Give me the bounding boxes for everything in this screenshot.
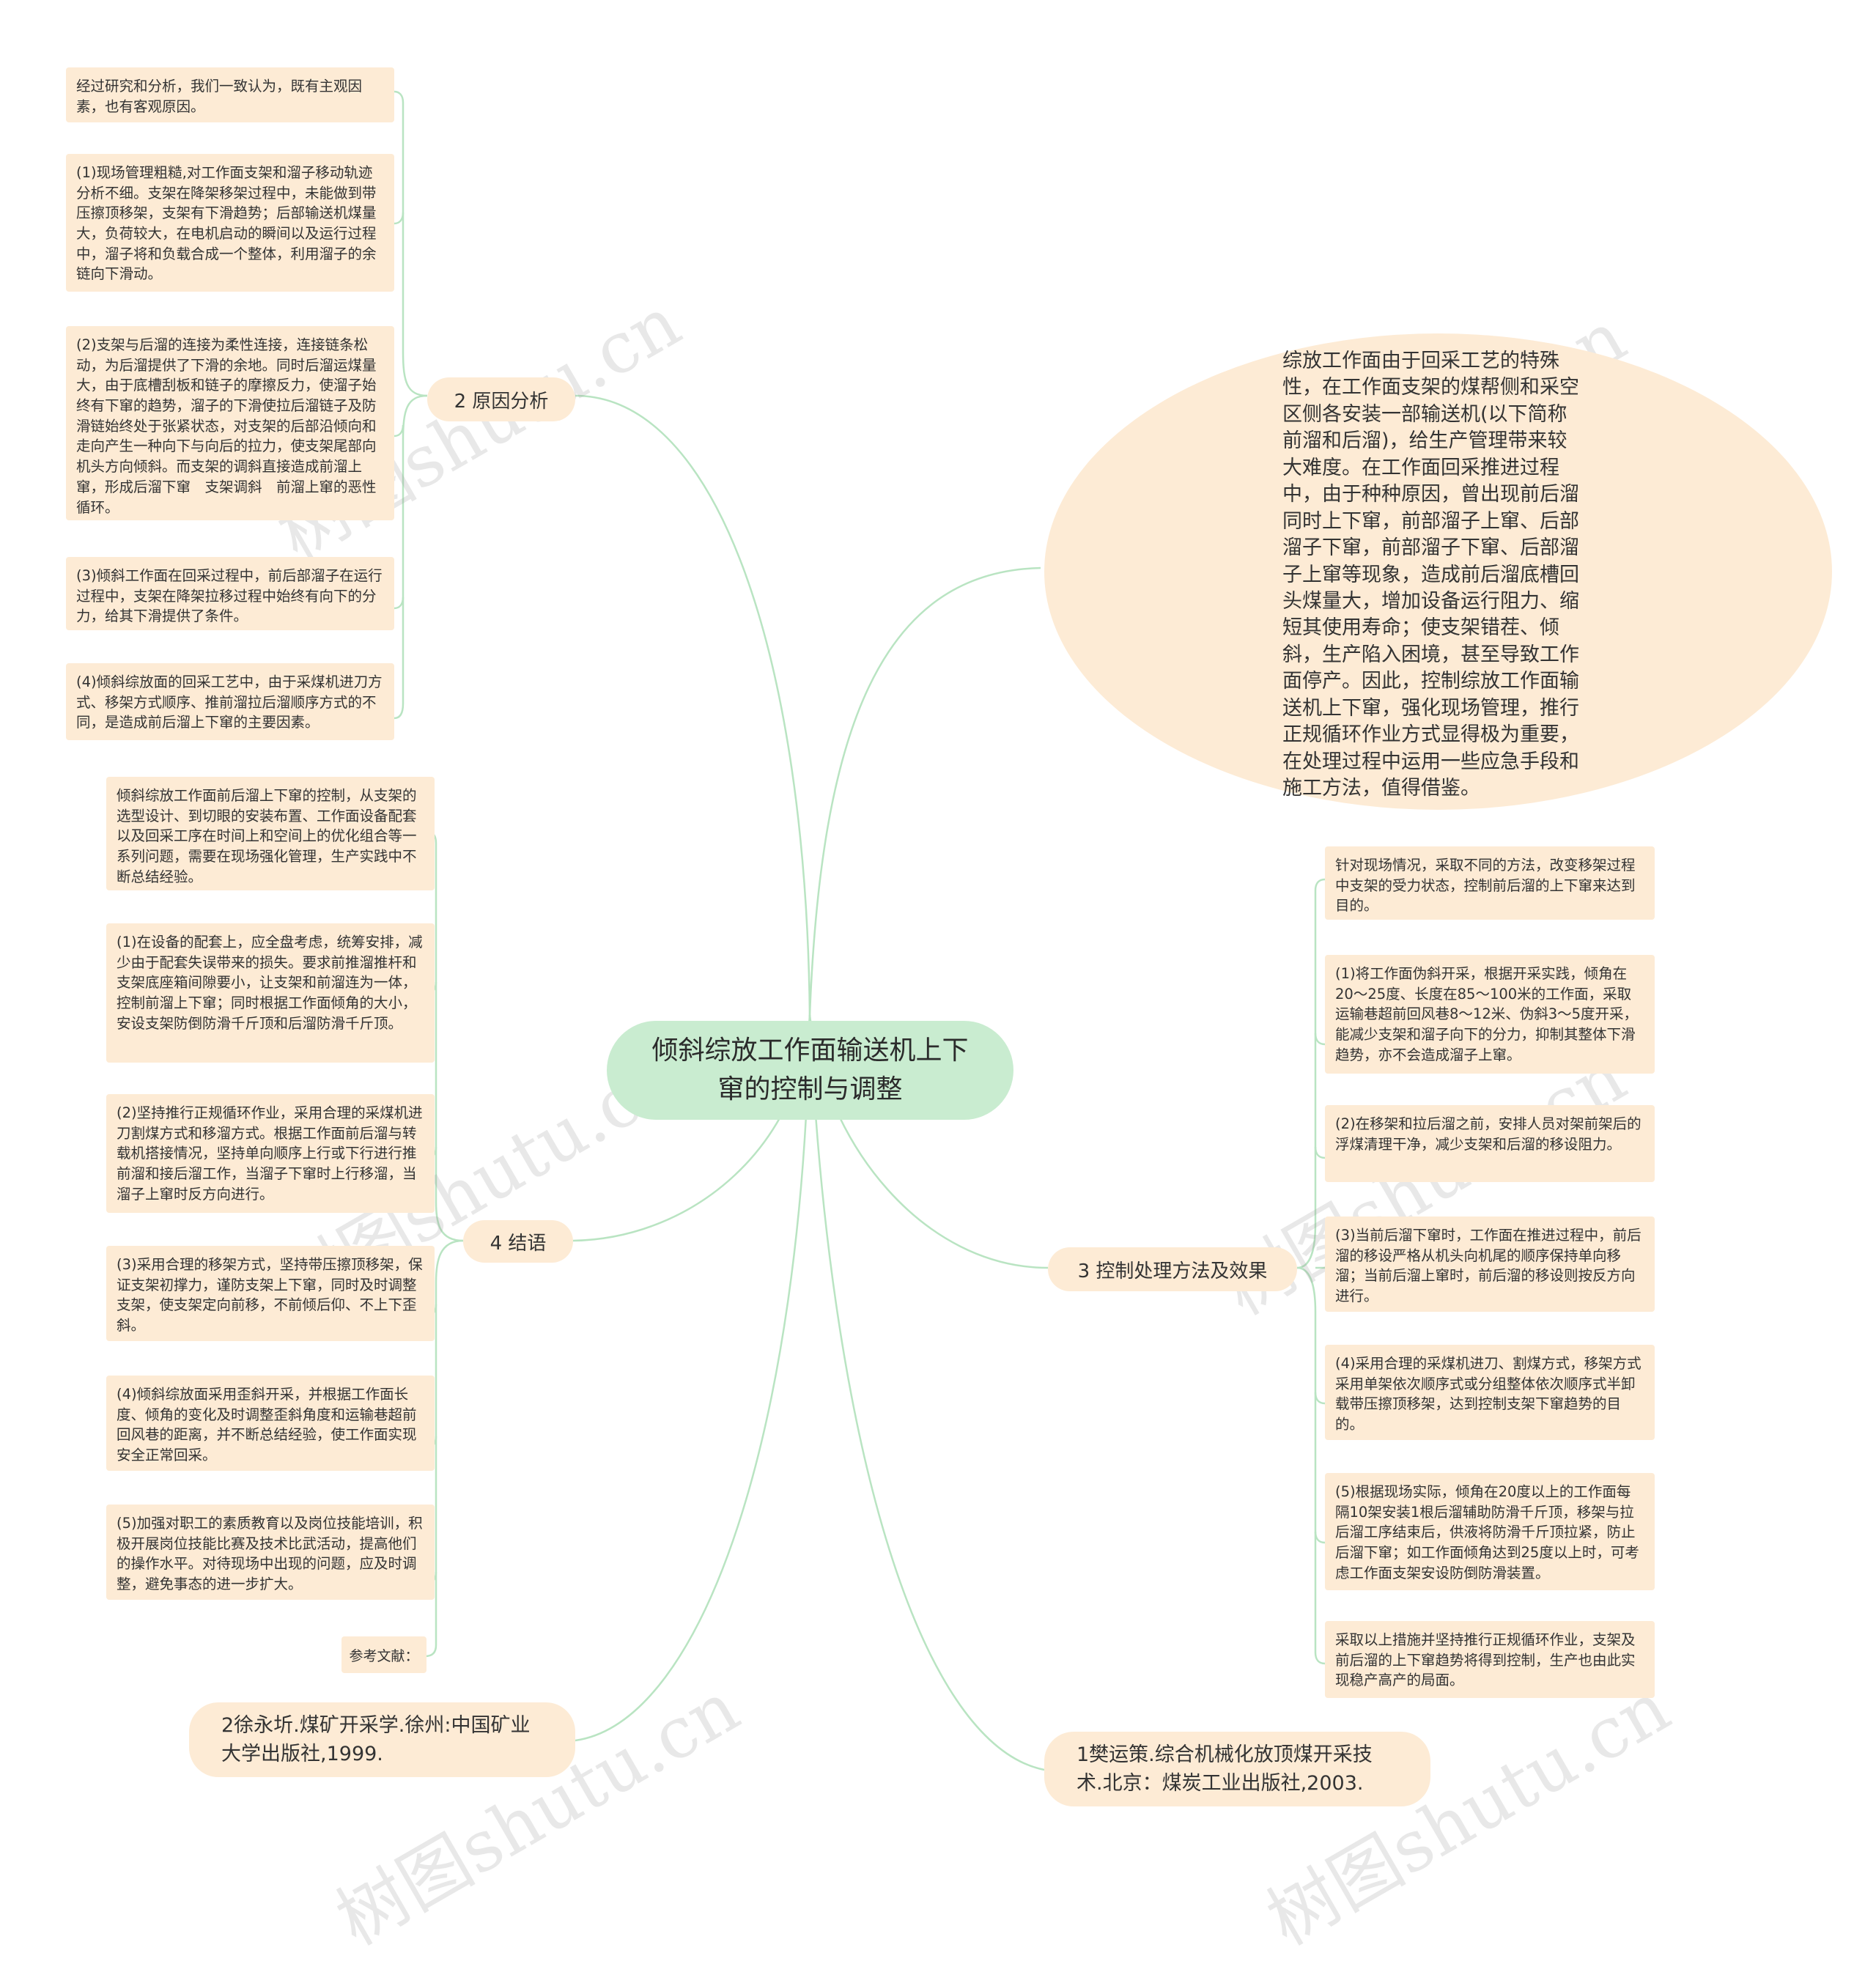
cause-leaf[interactable]: (4)倾斜综放面的回采工艺中，由于采煤机进刀方式、移架方式顺序、推前溜拉后溜顺序… xyxy=(66,663,394,740)
root-topic-label: 倾斜综放工作面输送机上下窜的控制与调整 xyxy=(651,1035,969,1104)
cause-leaf[interactable]: (2)支架与后溜的连接为柔性连接，连接链条松动，为后溜提供了下滑的余地。同时后溜… xyxy=(66,326,394,520)
control-leaf[interactable]: (5)根据现场实际，倾角在20度以上的工作面每隔10架安装1根后溜辅助防滑千斤顶… xyxy=(1325,1473,1655,1590)
control-leaf[interactable]: (3)当前后溜下窜时，工作面在推进过程中，前后溜的移设严格从机头向机尾的顺序保持… xyxy=(1325,1217,1655,1312)
link-cause-trunk xyxy=(394,90,428,397)
branch-conclusion[interactable]: 4 结语 xyxy=(463,1220,573,1263)
intro-text: 综放工作面由于回采工艺的特殊性，在工作面支架的煤帮侧和采空区侧各安装一部输送机(… xyxy=(1282,350,1579,800)
link-control-trunk xyxy=(1296,878,1326,1269)
control-leaf[interactable]: (2)在移架和拉后溜之前，安排人员对架前架后的浮煤清理干净，减少支架和后溜的移设… xyxy=(1325,1105,1655,1182)
branch-control[interactable]: 3 控制处理方法及效果 xyxy=(1048,1247,1297,1291)
conclusion-leaf[interactable]: (3)采用合理的移架方式，坚持带压擦顶移架，保证支架初撑力，谨防支架上下窜，同时… xyxy=(106,1246,435,1341)
conclusion-leaf[interactable]: (2)坚持推行正规循环作业，采用合理的采煤机进刀割煤方式和移溜方式。根据工作面前… xyxy=(106,1094,435,1213)
link-control-trunk2 xyxy=(1296,1266,1326,1665)
link-conclusion-trunk2 xyxy=(424,1239,464,1658)
cause-leaf[interactable]: 经过研究和分析，我们一致认为，既有主观因素，也有客观原因。 xyxy=(66,67,394,122)
link-layer xyxy=(394,90,1326,1771)
intro-node[interactable]: 综放工作面由于回采工艺的特殊性，在工作面支架的煤帮侧和采空区侧各安装一部输送机(… xyxy=(1044,333,1832,810)
conclusion-leaf[interactable]: (5)加强对职工的素质教育以及岗位技能培训，积极开展岗位技能比赛及技术比武活动，… xyxy=(106,1505,435,1600)
link-cause-trunk2 xyxy=(394,394,428,720)
link-root-cause xyxy=(575,394,811,1016)
root-topic[interactable]: 倾斜综放工作面输送机上下窜的控制与调整 xyxy=(607,1021,1013,1120)
branch-conclusion-label: 4 结语 xyxy=(490,1232,547,1255)
references-heading[interactable]: 参考文献： xyxy=(341,1636,426,1673)
branch-cause-label: 2 原因分析 xyxy=(454,390,549,413)
cause-leaf[interactable]: (3)倾斜工作面在回采过程中，前后部溜子在运行过程中，支架在降架拉移过程中始终有… xyxy=(66,557,394,630)
conclusion-leaf[interactable]: 倾斜综放工作面前后溜上下窜的控制，从支架的选型设计、到切眼的安装布置、工作面设备… xyxy=(106,777,435,890)
conclusion-leaf[interactable]: (1)在设备的配套上，应全盘考虑，统筹安排，减少由于配套失误带来的损失。要求前推… xyxy=(106,923,435,1063)
link-root-ref2 xyxy=(575,1014,811,1742)
cause-leaf[interactable]: (1)现场管理粗糙,对工作面支架和溜子移动轨迹分析不细。支架在降架移架过程中，未… xyxy=(66,154,394,292)
reference-2[interactable]: 2徐永圻.煤矿开采学.徐州:中国矿业大学出版社,1999. xyxy=(189,1702,575,1777)
branch-cause[interactable]: 2 原因分析 xyxy=(427,377,575,421)
link-root-ref1 xyxy=(808,1014,1045,1771)
control-leaf[interactable]: (4)采用合理的采煤机进刀、割煤方式，移架方式采用单架依次顺序式或分组整体依次顺… xyxy=(1325,1345,1655,1440)
control-leaf[interactable]: (1)将工作面伪斜开采，根据开采实践，倾角在20～25度、长度在85～100米的… xyxy=(1325,955,1655,1074)
control-leaf[interactable]: 针对现场情况，采取不同的方法，改变移架过程中支架的受力状态，控制前后溜的上下窜来… xyxy=(1325,846,1655,920)
link-root-intro xyxy=(808,566,1041,1016)
control-leaf[interactable]: 采取以上措施并坚持推行正规循环作业，支架及前后溜的上下窜趋势将得到控制，生产也由… xyxy=(1325,1621,1655,1698)
reference-1[interactable]: 1樊运策.综合机械化放顶煤开采技术.北京：煤炭工业出版社,2003. xyxy=(1044,1732,1430,1806)
branch-control-label: 3 控制处理方法及效果 xyxy=(1077,1260,1268,1282)
conclusion-leaf[interactable]: (4)倾斜综放面采用歪斜开采，并根据工作面长度、倾角的变化及时调整歪斜角度和运输… xyxy=(106,1376,435,1471)
